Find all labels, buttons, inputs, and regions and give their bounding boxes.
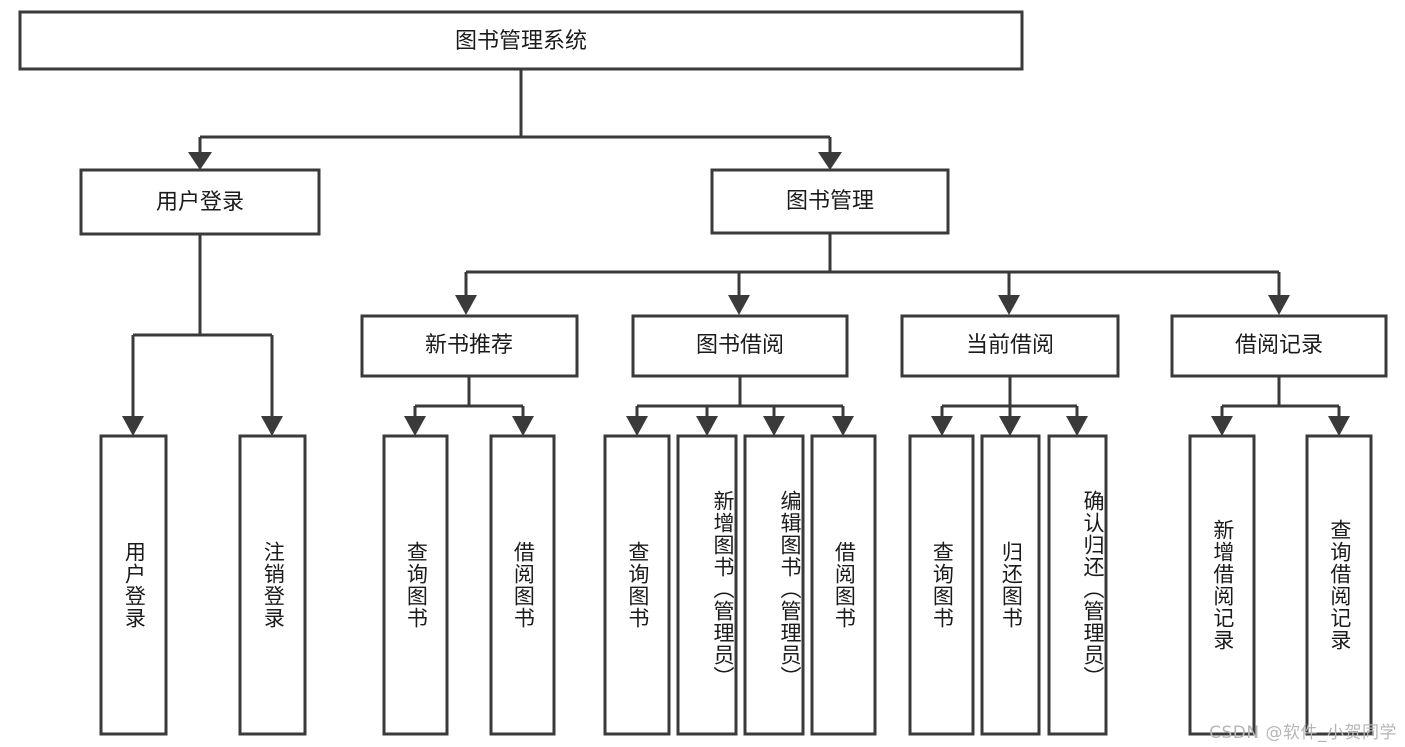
node-new-book-recommend-box[interactable] <box>360 314 579 378</box>
arrow-to-user-login <box>188 152 212 170</box>
node-current-borrow-label: 当前借阅 <box>966 333 1054 358</box>
node-borrow-record-label: 借阅记录 <box>1235 333 1323 358</box>
arrow-to-book-borrow <box>728 295 750 315</box>
arrow-to-leaf-confirm-return <box>1066 416 1088 436</box>
arrow-to-leaf-query-record <box>1328 416 1350 436</box>
node-leaf-edit-book-box[interactable] <box>743 434 805 736</box>
arrow-to-leaf-query-book-2 <box>626 416 648 436</box>
node-leaf-query-book-2-box[interactable] <box>603 434 671 736</box>
csdn-watermark: CSDN @软件_小贺同学 <box>1209 723 1397 743</box>
node-book-management[interactable]: 图书管理 <box>710 168 950 235</box>
node-root-label: 图书管理系统 <box>455 29 587 54</box>
node-leaf-borrow-book-2-box[interactable] <box>810 434 877 736</box>
arrow-to-leaf-edit-book <box>763 416 785 436</box>
arrow-to-leaf-return-book <box>999 416 1021 436</box>
node-leaf-return-book-box[interactable] <box>980 434 1041 736</box>
arrow-to-leaf-user-login <box>122 416 144 436</box>
node-leaf-confirm-return-box[interactable] <box>1047 434 1108 736</box>
arrow-to-borrow-record <box>1268 295 1290 315</box>
connector-group-book-borrow <box>626 376 854 436</box>
connector-group-borrow-record <box>1211 376 1350 436</box>
arrow-to-leaf-borrow-book-2 <box>832 416 854 436</box>
node-leaf-add-book-box[interactable] <box>676 434 738 736</box>
node-current-borrow-box[interactable] <box>900 314 1120 378</box>
connector-group-current-borrow <box>931 376 1088 436</box>
node-leaf-query-book-3-box[interactable] <box>908 434 975 736</box>
node-root[interactable]: 图书管理系统 <box>18 10 1024 71</box>
node-leaf-user-logout-box[interactable] <box>238 434 307 736</box>
node-new-book-recommend-label: 新书推荐 <box>425 333 513 358</box>
arrow-to-book-management <box>818 152 842 170</box>
node-user-login-label: 用户登录 <box>156 190 244 215</box>
arrow-to-new-book-recommend <box>455 295 477 315</box>
node-new-book-recommend[interactable]: 新书推荐 <box>360 314 579 378</box>
node-leaf-query-record-box[interactable] <box>1305 434 1373 736</box>
arrow-to-leaf-add-record <box>1211 416 1233 436</box>
arrow-to-leaf-borrow-book-1 <box>512 416 534 436</box>
node-book-borrow[interactable]: 图书借阅 <box>631 314 849 378</box>
arrow-to-leaf-query-book-3 <box>931 416 953 436</box>
node-leaf-user-login-box[interactable] <box>99 434 168 736</box>
node-book-borrow-label: 图书借阅 <box>696 333 784 358</box>
node-book-management-label: 图书管理 <box>786 189 874 214</box>
node-current-borrow[interactable]: 当前借阅 <box>900 314 1120 378</box>
connector-group-new-book-recommend <box>404 376 534 436</box>
node-book-management-box[interactable] <box>710 168 950 235</box>
node-root-box[interactable] <box>18 10 1024 71</box>
node-user-login[interactable]: 用户登录 <box>79 168 321 236</box>
node-borrow-record-box[interactable] <box>1170 314 1388 378</box>
node-borrow-record[interactable]: 借阅记录 <box>1170 314 1388 378</box>
arrow-to-leaf-user-logout <box>261 416 283 436</box>
arrow-to-current-borrow <box>998 295 1020 315</box>
node-leaf-borrow-book-1-box[interactable] <box>489 434 556 736</box>
connector-group-book-management <box>455 233 1290 315</box>
arrow-to-leaf-add-book <box>696 416 718 436</box>
node-user-login-box[interactable] <box>79 168 321 236</box>
node-book-borrow-box[interactable] <box>631 314 849 378</box>
connector-group-user-login <box>122 234 283 436</box>
connector-group-root <box>188 69 842 170</box>
arrow-to-leaf-query-book-1 <box>404 416 426 436</box>
node-leaf-add-record-box[interactable] <box>1188 434 1256 736</box>
node-leaf-query-book-1-box[interactable] <box>382 434 449 736</box>
